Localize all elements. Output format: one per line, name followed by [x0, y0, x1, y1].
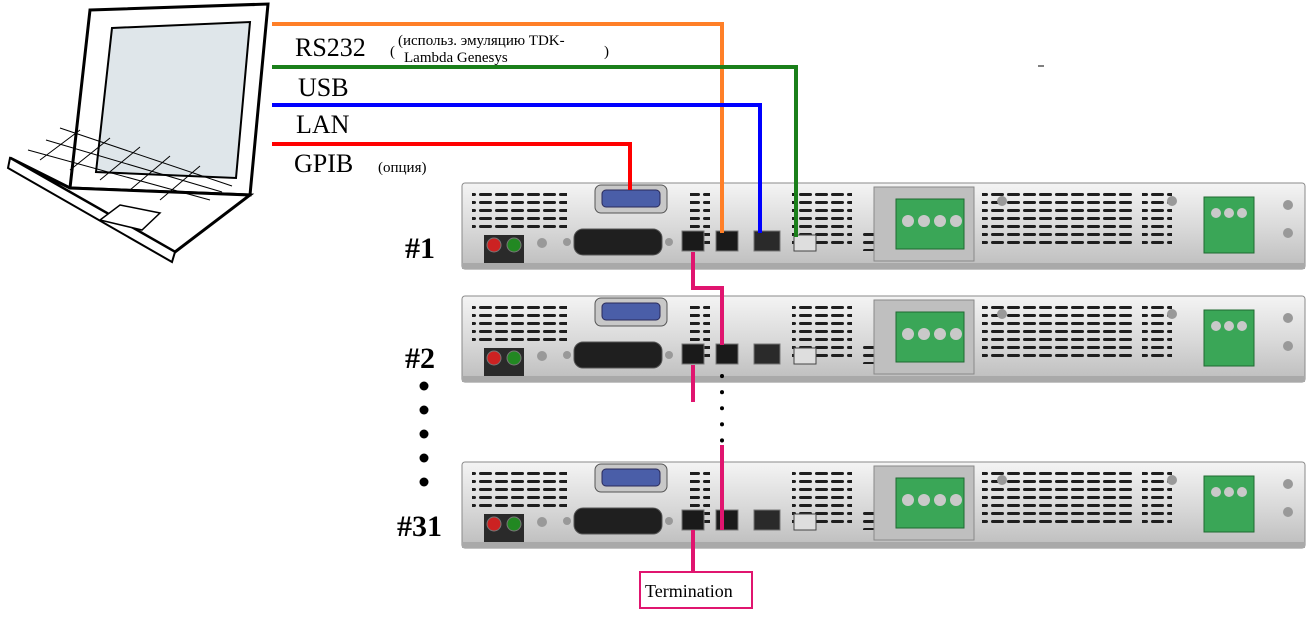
usb-label: USB [298, 73, 349, 102]
termination-box [639, 571, 753, 609]
power-supply-unit-1 [461, 182, 1306, 270]
lan-cable [272, 103, 762, 233]
lan-label: LAN [296, 110, 350, 139]
laptop-icon [6, 2, 270, 264]
rs232-note-close: ) [604, 44, 609, 60]
gpib-cable [272, 142, 632, 190]
rs232-cable [272, 22, 724, 233]
rs232-label: RS232 [295, 33, 366, 62]
power-supply-unit-2 [461, 295, 1306, 383]
unit-label-1: #1 [405, 232, 435, 265]
gpib-label: GPIB [294, 149, 353, 178]
rs485-chain [691, 252, 724, 572]
power-supply-unit-31 [461, 461, 1306, 549]
ellipsis-dots [419, 381, 429, 487]
usb-cable [272, 65, 798, 237]
termination-label: Termination [645, 581, 733, 601]
rs232-note-line1: (использ. эмуляцию TDK- [398, 33, 565, 49]
rs232-note-line2: Lambda Genesys [404, 50, 508, 66]
unit-label-2: #2 [405, 342, 435, 375]
unit-label-31: #31 [397, 510, 442, 543]
gpib-note: (опция) [378, 160, 426, 176]
rs232-note-open: ( [390, 44, 395, 60]
